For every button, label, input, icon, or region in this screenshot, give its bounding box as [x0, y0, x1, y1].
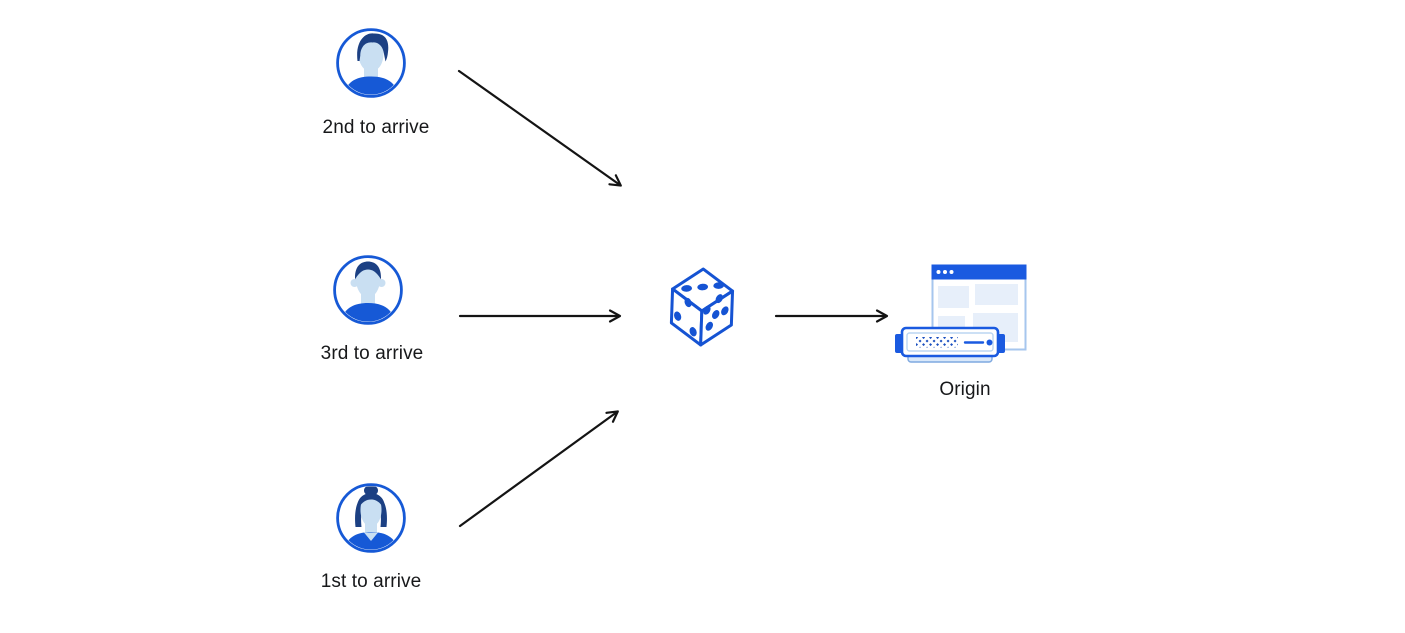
dice-icon	[669, 267, 735, 347]
node-label-user-third: 3rd to arrive	[320, 343, 424, 364]
node-label-origin: Origin	[939, 379, 991, 400]
edge-user-first-to-randomizer	[458, 410, 619, 528]
origin-server-browser-icon	[895, 264, 1027, 363]
node-label-user-first: 1st to arrive	[320, 571, 422, 592]
avatar-man-quiff-icon	[336, 28, 406, 98]
avatar-woman-bun-icon	[336, 483, 406, 553]
node-user-third	[332, 254, 404, 326]
avatar-man-flattop-icon	[333, 255, 403, 325]
node-randomizer	[664, 264, 740, 348]
node-user-first	[335, 482, 407, 554]
server-icon	[895, 326, 1005, 363]
edge-user-second-to-randomizer	[457, 69, 622, 187]
node-label-user-second: 2nd to arrive	[322, 117, 430, 138]
node-user-second	[335, 27, 407, 99]
node-origin	[890, 262, 1030, 366]
